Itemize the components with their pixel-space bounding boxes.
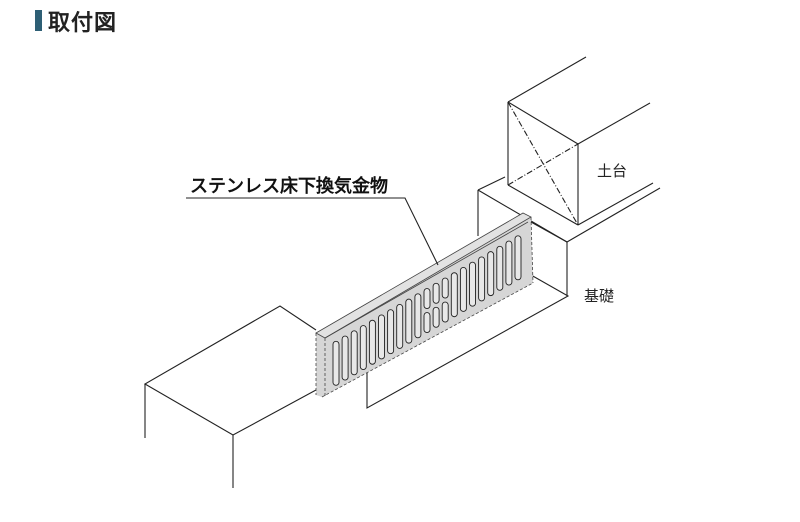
product-label: ステンレス床下換気金物: [190, 175, 388, 197]
leader-line: [186, 197, 439, 266]
vent-slot: [378, 314, 385, 360]
vent-slot: [396, 303, 404, 349]
vent-slot: [487, 251, 495, 297]
vent-slot-short: [432, 306, 440, 328]
vent-slot: [514, 235, 522, 281]
vent-slot: [469, 261, 476, 307]
vent-slot-short: [423, 312, 431, 334]
vent-slot: [405, 298, 413, 344]
vent-slot: [387, 309, 395, 355]
left-foundation: [143, 305, 317, 488]
vent-slot-short: [423, 288, 431, 310]
page-title: 取付図: [48, 11, 118, 36]
vent-slot: [332, 340, 340, 386]
vent-slot: [459, 267, 467, 312]
vent-panel: [315, 212, 534, 398]
vent-slot: [359, 325, 367, 370]
foundation-label: 基礎: [584, 287, 614, 305]
vent-slot: [450, 272, 458, 318]
vent-slot: [368, 319, 376, 365]
sill-beam: [507, 56, 654, 226]
vent-slot: [496, 245, 504, 291]
vent-slot: [350, 330, 358, 376]
vent-slot: [505, 240, 513, 286]
title-accent-bar: [35, 10, 42, 31]
vent-slot-short: [441, 277, 449, 299]
vent-slot: [414, 293, 422, 339]
vent-slot: [341, 335, 349, 381]
vent-slot: [478, 256, 486, 302]
sill-label: 土台: [597, 162, 627, 180]
vent-slot-short: [441, 301, 449, 323]
vent-slot-short: [432, 282, 440, 304]
